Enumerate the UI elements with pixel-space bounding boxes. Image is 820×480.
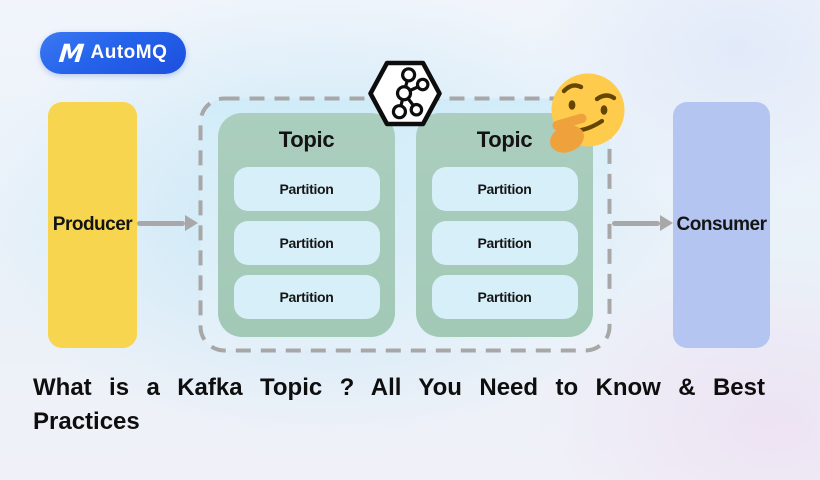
partition-box: Partition bbox=[233, 221, 380, 265]
consumer-box: Consumer bbox=[673, 102, 770, 348]
kafka-hexagon-icon bbox=[368, 60, 442, 127]
arrow-head-icon bbox=[660, 215, 673, 231]
arrow-line bbox=[612, 220, 660, 226]
title-line-2: Practices bbox=[33, 408, 140, 435]
producer-box: Producer bbox=[48, 102, 137, 348]
partition-box: Partition bbox=[431, 167, 578, 211]
partition-box: Partition bbox=[431, 275, 578, 319]
producer-to-cluster-arrow bbox=[137, 215, 198, 231]
arrow-line bbox=[137, 220, 185, 226]
producer-label: Producer bbox=[52, 214, 133, 235]
partition-box: Partition bbox=[233, 167, 380, 211]
cluster-to-consumer-arrow bbox=[612, 215, 673, 231]
partition-box: Partition bbox=[431, 221, 578, 265]
partition-box: Partition bbox=[233, 275, 380, 319]
thinking-face-emoji bbox=[545, 72, 633, 154]
consumer-label: Consumer bbox=[676, 214, 767, 235]
page-title: What is a Kafka Topic ? All You Need to … bbox=[33, 371, 765, 439]
brand-name: AutoMQ bbox=[90, 42, 168, 63]
topic-label: Topic bbox=[476, 127, 533, 152]
automq-m-icon: M bbox=[57, 38, 86, 68]
topic-label: Topic bbox=[278, 127, 335, 152]
arrow-head-icon bbox=[185, 215, 198, 231]
automq-logo-badge: M AutoMQ bbox=[40, 32, 186, 74]
title-line-1: What is a Kafka Topic ? All You Need to … bbox=[33, 374, 765, 401]
topic-box-1: Topic Partition Partition Partition bbox=[218, 113, 395, 337]
